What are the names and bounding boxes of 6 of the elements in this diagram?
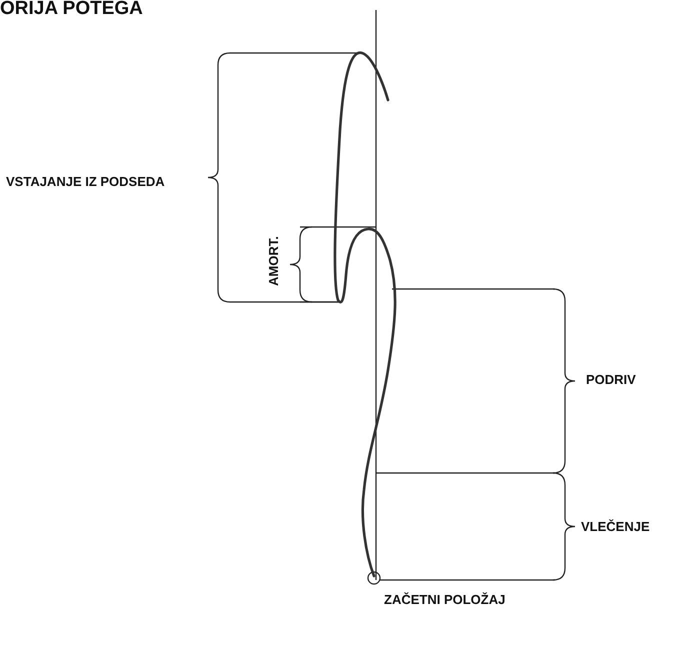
phase-label: AMORT. bbox=[266, 236, 281, 286]
phase-label: PODRIV bbox=[586, 372, 636, 387]
phase-label: ZAČETNI POLOŽAJ bbox=[384, 592, 506, 607]
phase-label: VLEČENJE bbox=[581, 519, 650, 534]
title: ORIJA POTEGA bbox=[0, 0, 143, 20]
phase-label: VSTAJANJE IZ PODSEDA bbox=[6, 174, 165, 189]
